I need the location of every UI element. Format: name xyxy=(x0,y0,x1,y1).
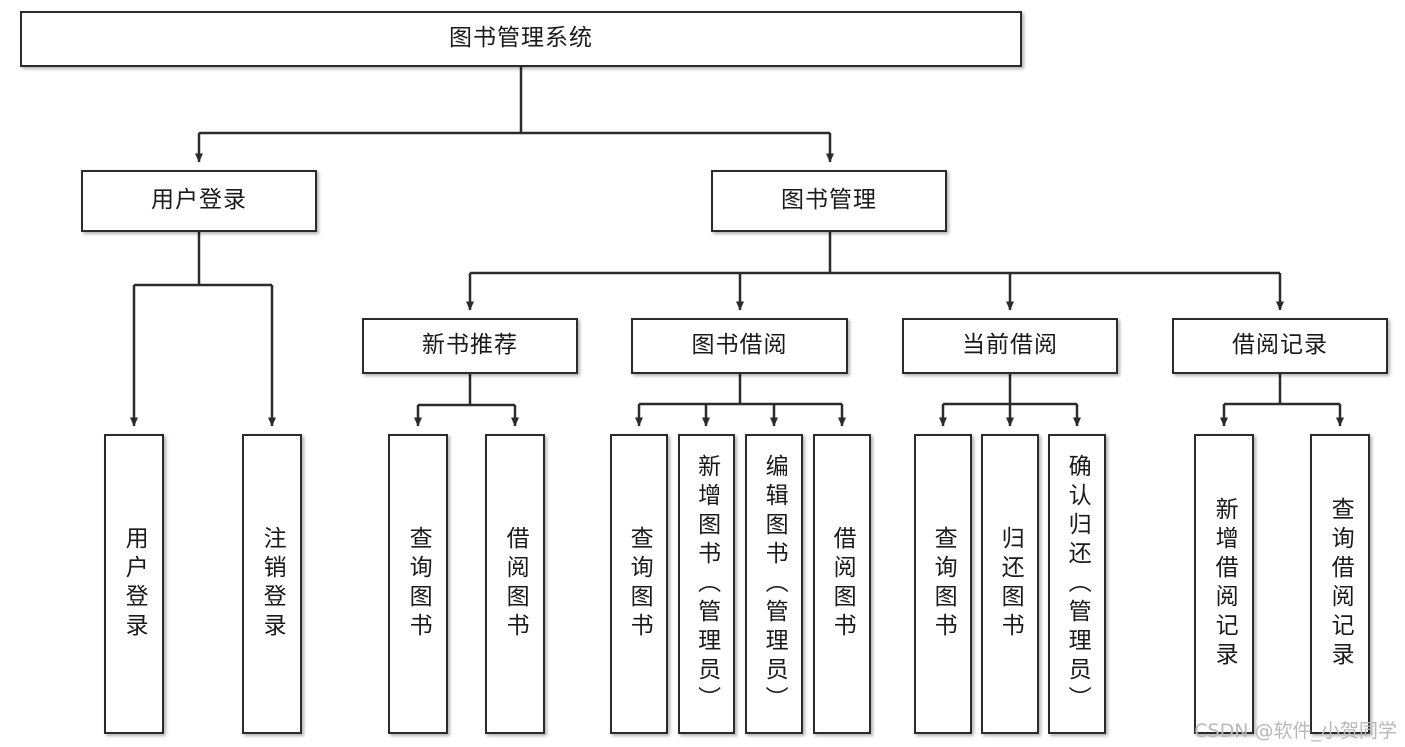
node-user-login-label: 用户登录 xyxy=(151,187,247,214)
node-root[interactable]: 图书管理系统 xyxy=(20,11,1022,67)
node-book-management[interactable]: 图书管理 xyxy=(711,170,947,232)
leaf-add-book-admin[interactable]: 新增图书（管理员） xyxy=(678,434,735,734)
node-new-book-recommend[interactable]: 新书推荐 xyxy=(362,318,578,374)
leaf-confirm-return-admin-label: 确认归还（管理员） xyxy=(1064,453,1091,715)
node-current-borrow-label: 当前借阅 xyxy=(962,332,1058,359)
leaf-query-borrow-record[interactable]: 查询借阅记录 xyxy=(1310,434,1370,734)
leaf-return-book-label: 归还图书 xyxy=(997,526,1024,642)
node-root-label: 图书管理系统 xyxy=(449,25,593,52)
leaf-logout-login-label: 注销登录 xyxy=(259,526,286,642)
leaf-logout-login[interactable]: 注销登录 xyxy=(242,434,302,734)
leaf-user-login-label: 用户登录 xyxy=(121,526,148,642)
leaf-edit-book-admin-label: 编辑图书（管理员） xyxy=(761,453,788,715)
leaf-query-book-1-label: 查询图书 xyxy=(405,526,432,642)
leaf-edit-book-admin[interactable]: 编辑图书（管理员） xyxy=(745,434,803,734)
node-borrow-record-label: 借阅记录 xyxy=(1232,332,1328,359)
node-book-management-label: 图书管理 xyxy=(781,187,877,214)
leaf-query-borrow-record-label: 查询借阅记录 xyxy=(1327,497,1354,671)
leaf-add-book-admin-label: 新增图书（管理员） xyxy=(693,453,720,715)
leaf-query-book-3[interactable]: 查询图书 xyxy=(914,434,972,734)
leaf-query-book-2[interactable]: 查询图书 xyxy=(610,434,668,734)
leaf-add-borrow-record[interactable]: 新增借阅记录 xyxy=(1194,434,1254,734)
node-borrow-record[interactable]: 借阅记录 xyxy=(1172,318,1388,374)
leaf-query-book-3-label: 查询图书 xyxy=(930,526,957,642)
node-user-login[interactable]: 用户登录 xyxy=(81,170,317,232)
node-new-book-recommend-label: 新书推荐 xyxy=(422,332,518,359)
leaf-query-book-1[interactable]: 查询图书 xyxy=(388,434,448,734)
leaf-user-login[interactable]: 用户登录 xyxy=(104,434,164,734)
leaf-borrow-book-1[interactable]: 借阅图书 xyxy=(485,434,545,734)
node-book-borrow[interactable]: 图书借阅 xyxy=(631,318,848,374)
leaf-confirm-return-admin[interactable]: 确认归还（管理员） xyxy=(1048,434,1106,734)
node-current-borrow[interactable]: 当前借阅 xyxy=(902,318,1118,374)
leaf-query-book-2-label: 查询图书 xyxy=(626,526,653,642)
leaf-borrow-book-2-label: 借阅图书 xyxy=(829,526,856,642)
leaf-return-book[interactable]: 归还图书 xyxy=(981,434,1039,734)
leaf-borrow-book-1-label: 借阅图书 xyxy=(502,526,529,642)
leaf-add-borrow-record-label: 新增借阅记录 xyxy=(1211,497,1238,671)
node-book-borrow-label: 图书借阅 xyxy=(691,332,788,359)
leaf-borrow-book-2[interactable]: 借阅图书 xyxy=(813,434,871,734)
watermark: CSDN @软件_小贺同学 xyxy=(1194,720,1397,742)
